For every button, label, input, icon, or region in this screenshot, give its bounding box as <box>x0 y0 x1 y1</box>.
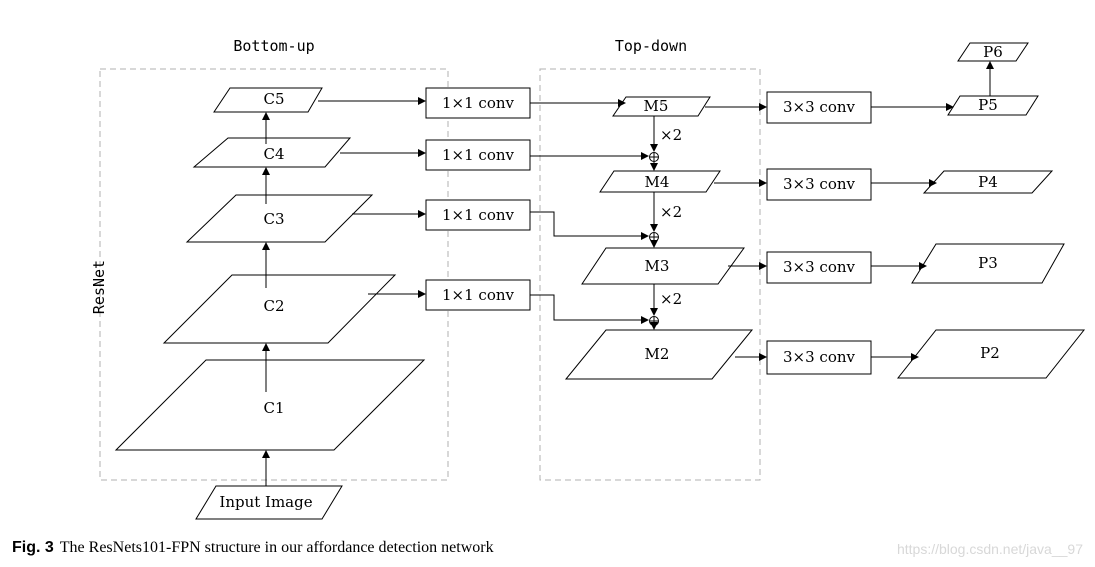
lateral-conv-c3 <box>425 199 531 231</box>
p5-label: P5 <box>978 96 998 114</box>
watermark: https://blog.csdn.net/java__97 <box>896 541 1083 557</box>
c5-layer <box>213 87 323 113</box>
p6-label: P6 <box>983 43 1003 61</box>
p3-layer <box>911 243 1065 284</box>
p4-label: P4 <box>978 173 998 191</box>
m2-label: M2 <box>645 345 670 363</box>
m5-label: M5 <box>644 97 669 115</box>
lateral-conv-c2-label: 1×1 conv <box>442 286 515 304</box>
p3-label: P3 <box>978 254 998 272</box>
m3-layer <box>581 247 745 285</box>
smooth-conv-m4 <box>766 168 872 201</box>
p6-layer <box>957 42 1029 62</box>
smooth-conv-m3 <box>766 251 872 284</box>
c4-layer <box>192 137 352 168</box>
merge-node-2 <box>649 316 659 326</box>
upsample-label-2: ×2 <box>660 203 682 221</box>
c1-layer <box>114 359 426 451</box>
bottom-up-frame <box>99 68 449 481</box>
c3-layer <box>185 194 374 243</box>
c3-label: C3 <box>263 210 284 228</box>
m5-layer <box>612 96 711 117</box>
c1-label: C1 <box>263 399 284 417</box>
figure-caption-text: The ResNets101-FPN structure in our affo… <box>59 539 494 556</box>
bottom-up-header: Bottom-up <box>233 37 314 55</box>
lateral-conv-c4 <box>425 139 531 171</box>
m4-layer <box>599 170 721 193</box>
lateral-conv-c5-label: 1×1 conv <box>442 94 515 112</box>
arrow-lateral-merge2 <box>530 294 649 324</box>
top-down-header: Top-down <box>615 37 687 55</box>
lateral-conv-c5 <box>425 87 531 119</box>
smooth-conv-m2-label: 3×3 conv <box>783 348 856 366</box>
smooth-conv-m5-label: 3×3 conv <box>783 98 856 116</box>
c4-label: C4 <box>263 145 284 163</box>
smooth-conv-m2 <box>766 340 872 375</box>
top-down-frame <box>539 68 761 481</box>
c5-label: C5 <box>263 90 284 108</box>
p2-label: P2 <box>980 344 1000 362</box>
lateral-conv-c4-label: 1×1 conv <box>442 146 515 164</box>
smooth-conv-m4-label: 3×3 conv <box>783 175 856 193</box>
upsample-label-3: ×2 <box>660 290 682 308</box>
arrow-lateral-merge3 <box>530 211 649 240</box>
input-image-label: Input Image <box>219 493 312 511</box>
figure-number: Fig. 3 <box>12 539 54 556</box>
fpn-diagram: Bottom-up Top-down ResNet C1 C2 C3 C4 C5… <box>90 37 1086 520</box>
figure-caption: Fig. 3 The ResNets101-FPN structure in ou… <box>12 539 494 557</box>
m2-layer <box>564 329 754 380</box>
resnet-label: ResNet <box>90 260 108 314</box>
upsample-label-1: ×2 <box>660 126 682 144</box>
merge-node-4 <box>649 152 659 162</box>
c2-label: C2 <box>263 297 284 315</box>
input-image-layer <box>195 485 343 520</box>
m3-label: M3 <box>645 257 670 275</box>
merge-node-3 <box>649 232 659 242</box>
smooth-conv-m3-label: 3×3 conv <box>783 258 856 276</box>
lateral-conv-c2 <box>425 279 531 311</box>
lateral-conv-c3-label: 1×1 conv <box>442 206 515 224</box>
m4-label: M4 <box>645 173 670 191</box>
c2-layer <box>162 274 397 344</box>
p2-layer <box>896 329 1086 379</box>
